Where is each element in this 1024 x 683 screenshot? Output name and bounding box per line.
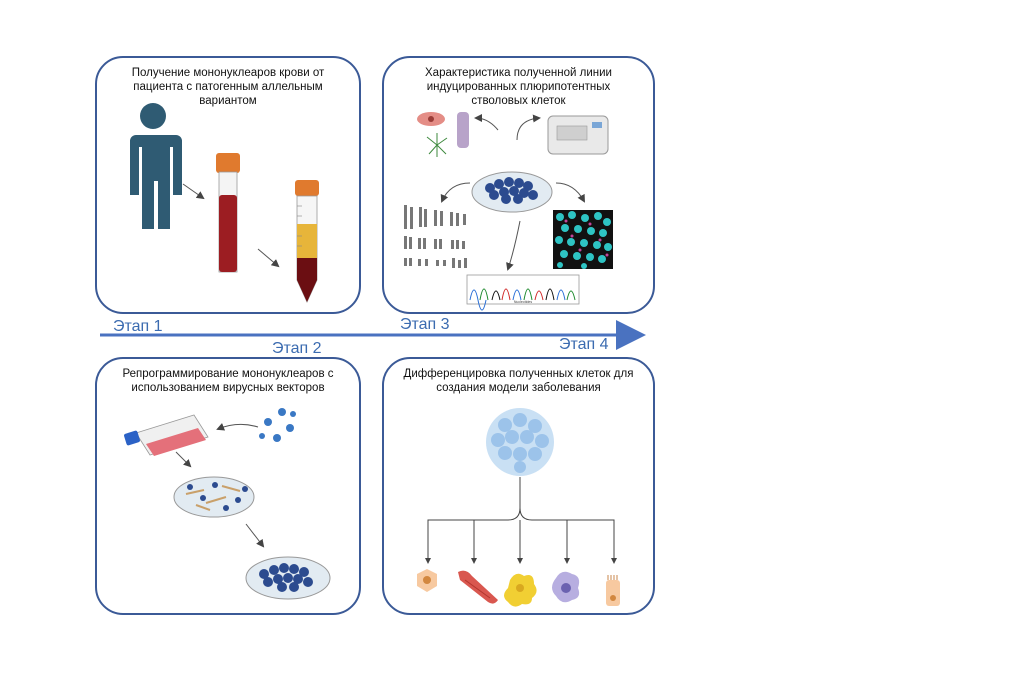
- petri-dish-ipsc-icon: [471, 171, 553, 213]
- blood-tube-icon: [216, 153, 240, 273]
- stage-4-label: Этап 4: [559, 336, 609, 353]
- centrifuge-tube-icon: [295, 180, 319, 303]
- sequencer-machine-icon: [547, 115, 609, 155]
- petri-dish-transduction-icon: [173, 476, 255, 518]
- arrow-person-to-tube: [182, 183, 205, 200]
- stage-3-label: Этап 3: [400, 316, 450, 333]
- panel-stage-3: Характеристика полученной линии индуциро…: [382, 56, 655, 314]
- culture-flask-icon: [124, 414, 209, 456]
- panel-2-title: Репрограммирование мононуклеаров с испол…: [122, 368, 334, 394]
- neuron-icon: [504, 573, 537, 607]
- panel-4-title: Дифференцировка полученных клеток для со…: [403, 368, 634, 394]
- sanger-axis-label: Nucleotides: [514, 300, 533, 304]
- panel-3-title: Характеристика полученной линии индуциро…: [425, 67, 612, 107]
- petri-dish-colony-icon: [245, 556, 331, 600]
- karyotype-icon: [404, 205, 467, 268]
- sanger-chromatogram-icon: Nucleotides: [466, 274, 580, 311]
- person-icon: [130, 103, 182, 229]
- macrophage-icon: [552, 571, 580, 603]
- hepatocyte-icon: [417, 569, 437, 592]
- embryoid-body-icon: [486, 408, 554, 476]
- stage-1-label: Этап 1: [113, 318, 163, 335]
- epithelial-cell-icon: [606, 575, 620, 606]
- immunofluorescence-image-icon: [553, 210, 613, 269]
- virus-particles-icon: [259, 408, 296, 442]
- arrow-tube-to-falcon: [257, 248, 280, 268]
- cardiomyocyte-icon: [458, 570, 498, 604]
- cell-types-icon: [417, 112, 469, 157]
- panel-1-title: Получение мононуклеаров крови от пациент…: [131, 67, 325, 107]
- stage-2-label: Этап 2: [272, 340, 322, 357]
- arrow-virus-to-flask: [216, 423, 259, 431]
- differentiation-tree: [427, 477, 615, 558]
